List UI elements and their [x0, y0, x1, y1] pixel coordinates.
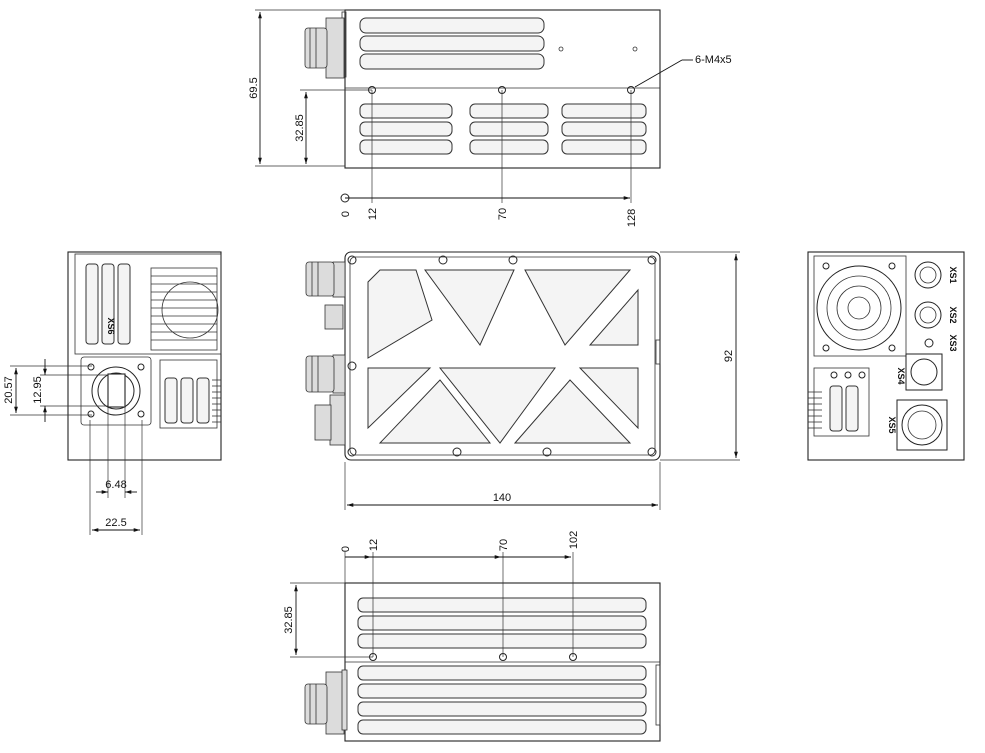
xs1-connector [914, 261, 942, 289]
top-x-pos-0: 0 [340, 211, 352, 217]
xs1-label: XS1 [948, 266, 958, 283]
optical-port [80, 356, 152, 426]
xs3-connector [924, 338, 934, 348]
bottom-connector [304, 669, 348, 735]
fan-grille [150, 267, 219, 351]
bottom-hole-height-label: 32.85 [283, 606, 295, 634]
dim-12-95-label: 12.95 [32, 376, 44, 404]
top-x-pos-3: 128 [626, 209, 638, 227]
front-view: 140 92 [305, 251, 740, 510]
top-x-pos-2: 70 [497, 208, 509, 220]
top-hole-height-label: 32.85 [294, 114, 306, 142]
xs4-connector [905, 353, 943, 391]
bottom-view: 32.85 0 12 70 102 [283, 531, 661, 742]
bottom-x-pos-0: 0 [340, 546, 352, 552]
bottom-x-pos-2: 70 [498, 539, 510, 551]
top-connector [304, 17, 345, 79]
xs6-label: XS6 [106, 317, 116, 334]
left-view: XS6 [3, 251, 222, 535]
bottom-x-pos-3: 102 [568, 531, 580, 549]
hole-callout: 6-M4x5 [695, 54, 732, 66]
front-connectors [305, 261, 346, 446]
fan [816, 262, 902, 352]
top-x-pos-1: 12 [367, 208, 379, 220]
xs2-connector [914, 301, 942, 329]
top-height-label: 69.5 [248, 77, 260, 98]
front-height-label: 92 [723, 350, 735, 362]
bottom-x-pos-1: 12 [368, 539, 380, 551]
dim-6-48-label: 6.48 [105, 479, 126, 491]
xs3-label: XS3 [948, 334, 958, 351]
top-view: 69.5 32.85 0 12 70 128 6-M4x5 [248, 9, 732, 227]
xs5-connector [896, 399, 948, 451]
xs2-label: XS2 [948, 306, 958, 323]
front-width-label: 140 [493, 492, 511, 504]
dim-22-5-label: 22.5 [105, 517, 126, 529]
dim-20-57-label: 20.57 [3, 376, 15, 404]
xs5-label: XS5 [887, 416, 897, 433]
right-view: XS1 XS2 XS3 XS4 XS5 [807, 251, 965, 461]
xs4-label: XS4 [896, 367, 906, 384]
